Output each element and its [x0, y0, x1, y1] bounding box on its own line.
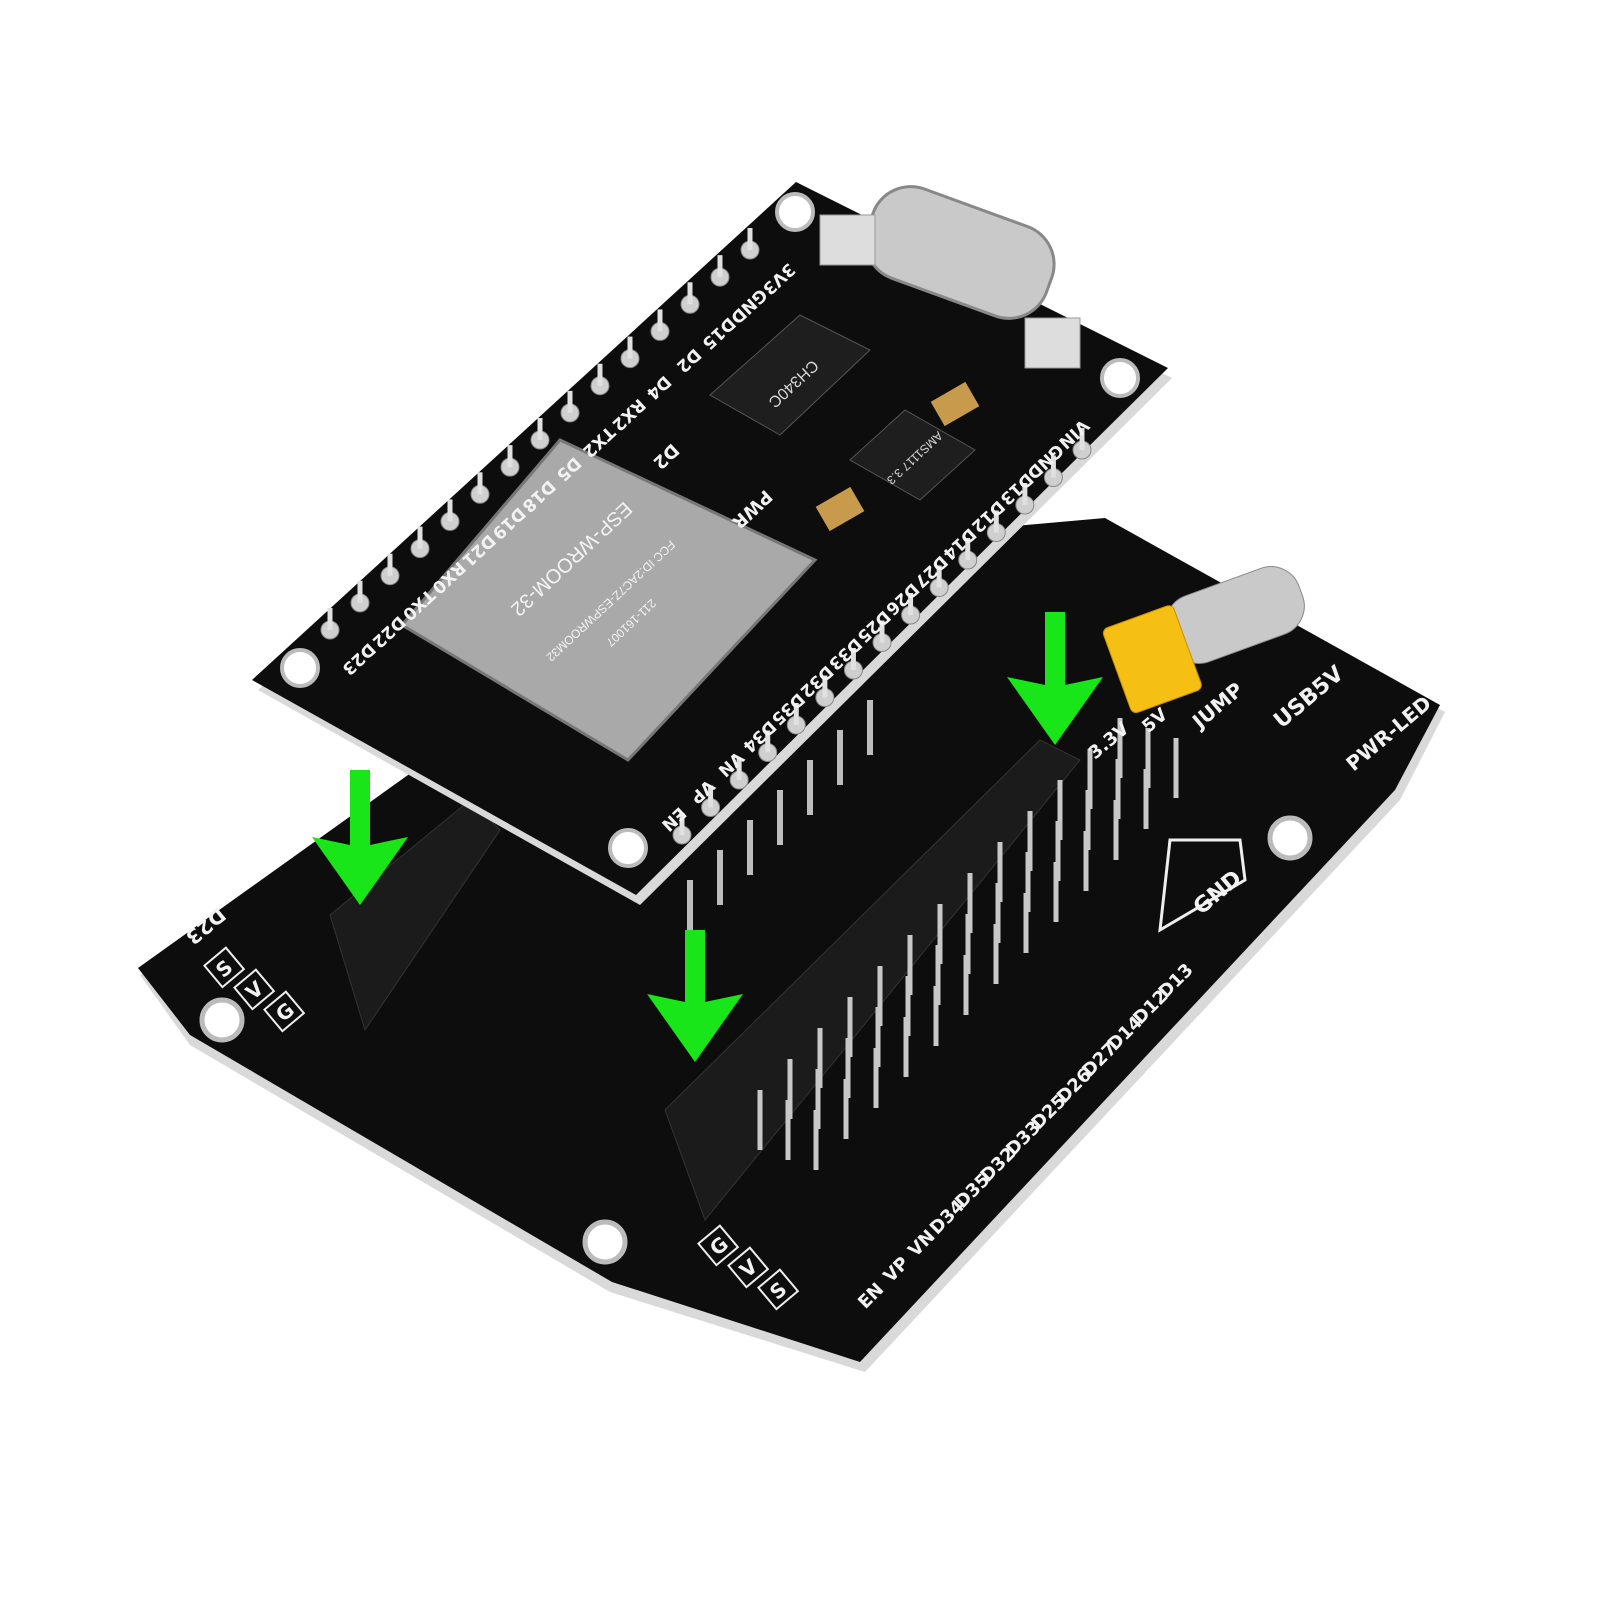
boot-button[interactable]: [819, 214, 876, 266]
mounting-hole: [582, 1219, 628, 1265]
female-header-left: [329, 799, 501, 1032]
regulator-chip: [849, 409, 976, 501]
gvs-box: [757, 1268, 800, 1311]
gvs-box: [233, 968, 276, 1011]
gvs-box: [697, 1224, 740, 1267]
mounting-hole: [280, 648, 320, 688]
female-header-right: [664, 739, 1081, 1221]
gvs-box: [727, 1246, 770, 1289]
esp-wroom-32-module: [399, 438, 818, 762]
usb-uart-chip: [709, 314, 871, 436]
gvs-box: [203, 946, 246, 989]
mounting-hole: [775, 192, 815, 232]
arrow-right-header-icon: [1007, 612, 1103, 745]
gvs-box: [263, 990, 306, 1033]
power-jumper: [1102, 605, 1202, 714]
reset-button[interactable]: [1024, 317, 1081, 369]
mounting-hole: [608, 828, 648, 868]
esp32-devkit-board: 211-161007 FCC ID:2AC7Z-ESPWROOM32 ESP-W…: [252, 182, 1172, 935]
mounting-hole: [1100, 358, 1140, 398]
arrow-center-icon: [647, 930, 743, 1062]
mounting-hole: [1267, 815, 1313, 861]
arrow-left-header-icon: [312, 770, 408, 905]
mounting-hole: [199, 997, 245, 1043]
